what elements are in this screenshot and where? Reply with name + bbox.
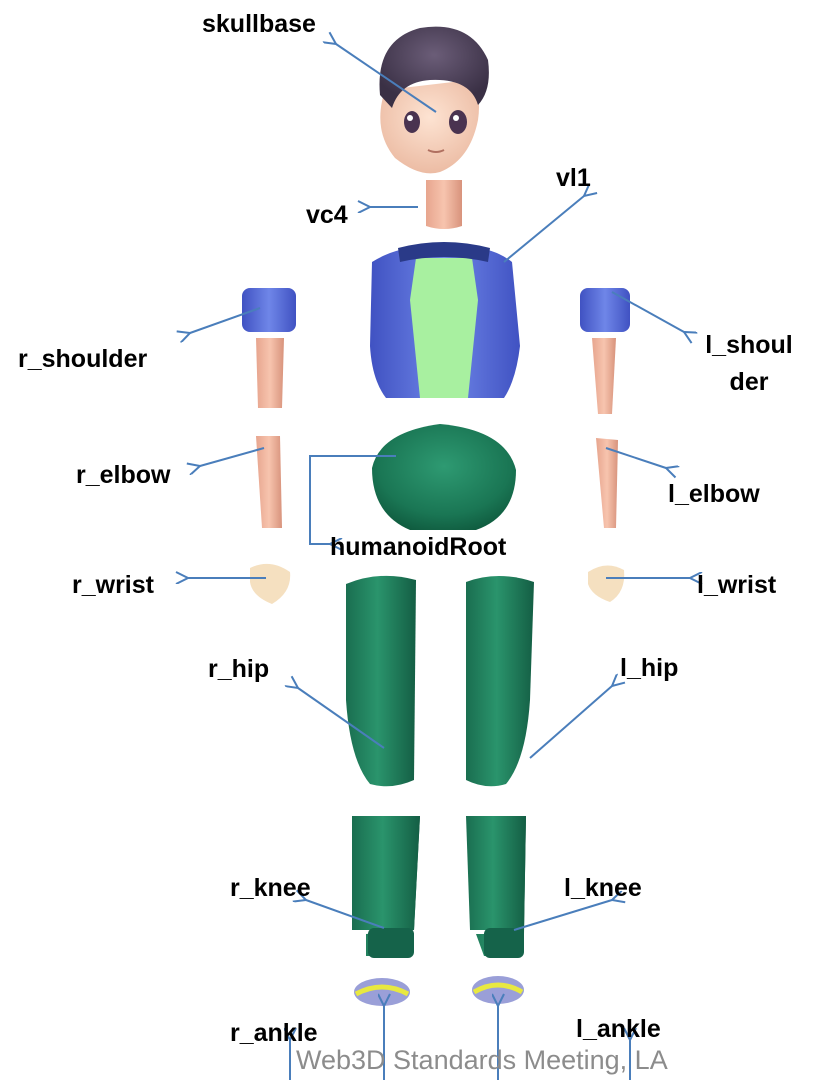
- arrow-l-knee: [514, 900, 612, 930]
- footer-text: Web3D Standards Meeting, LA: [296, 1047, 668, 1074]
- body-part-left-upper-arm: [592, 338, 616, 414]
- label-r-elbow: r_elbow: [76, 463, 170, 488]
- label-l-shoulder-line1: l_shoul: [690, 333, 808, 358]
- body-part-left-shin-base: [466, 816, 526, 930]
- body-part-neck: [426, 180, 462, 229]
- label-l-knee: l_knee: [564, 876, 642, 901]
- body-part-head: [380, 27, 489, 174]
- arrow-vl1: [504, 196, 584, 262]
- arrow-l-hip: [530, 686, 612, 758]
- label-r-hip: r_hip: [208, 657, 269, 682]
- label-r-wrist: r_wrist: [72, 573, 154, 598]
- body-part-right-foot: [354, 978, 410, 1006]
- body-part-torso: [370, 242, 520, 398]
- label-skullbase: skullbase: [202, 12, 316, 37]
- label-l-ankle: l_ankle: [576, 1017, 661, 1042]
- body-part-pelvis: [372, 424, 516, 530]
- body-part-right-hand: [250, 564, 290, 604]
- label-r-shoulder: r_shoulder: [18, 347, 147, 372]
- body-part-left-hand: [588, 565, 624, 602]
- body-part-right-upper-arm: [256, 338, 284, 408]
- label-vc4: vc4: [306, 203, 348, 228]
- label-r-ankle: r_ankle: [230, 1021, 318, 1046]
- label-l-wrist: l_wrist: [697, 573, 776, 598]
- label-l-elbow: l_elbow: [668, 482, 760, 507]
- label-l-hip: l_hip: [620, 656, 678, 681]
- body-part-left-ankle-block: [484, 928, 524, 958]
- body-part-right-shin-base: [352, 816, 420, 930]
- body-part-right-thigh: [346, 576, 416, 786]
- body-part-right-ankle-block: [368, 928, 414, 958]
- body-part-left-shoulder: [580, 288, 630, 332]
- body-part-right-shoulder: [242, 288, 296, 332]
- body-part-left-foot: [472, 976, 524, 1004]
- body-part-left-thigh: [466, 576, 534, 786]
- label-l-shoulder-line2: der: [690, 370, 808, 395]
- label-r-knee: r_knee: [230, 876, 311, 901]
- label-vl1: vl1: [556, 166, 591, 191]
- arrow-r-elbow: [200, 448, 264, 466]
- label-humanoid-root: humanoidRoot: [330, 535, 506, 560]
